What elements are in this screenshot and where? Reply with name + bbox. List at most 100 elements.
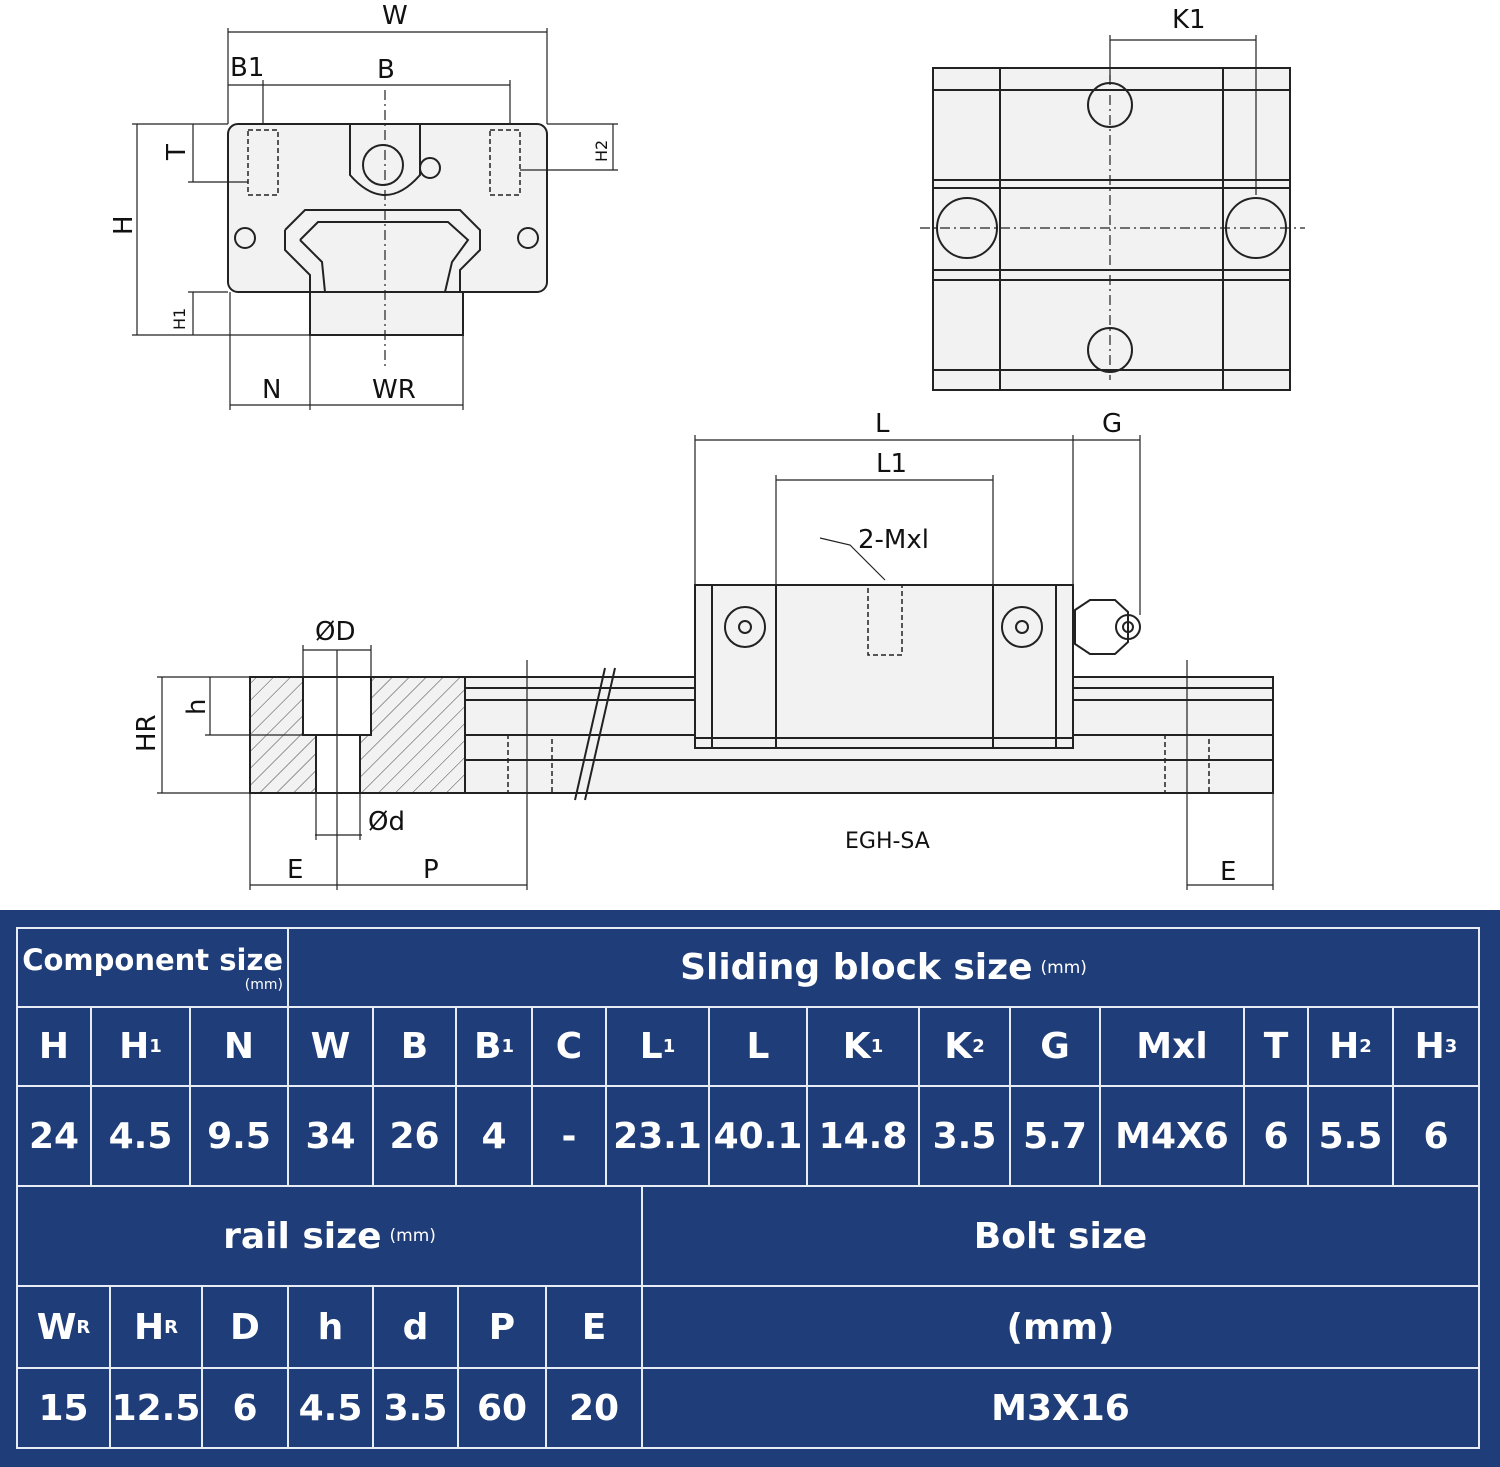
col-label-text: H xyxy=(38,1026,70,1067)
label-E-left: E xyxy=(287,855,303,885)
bolt-value-cell: M3X16 xyxy=(641,1367,1480,1449)
label-L: L xyxy=(875,409,890,439)
label-H1: H1 xyxy=(170,308,189,330)
label-G: G xyxy=(1102,409,1122,439)
col-label-subscript: 1 xyxy=(870,1036,884,1057)
block-col-label: C xyxy=(531,1006,607,1087)
block-col-value: 26 xyxy=(372,1085,457,1187)
label-WR: WR xyxy=(372,375,416,405)
spec-table-panel: Component size(mm)Sliding block size(mm)… xyxy=(0,910,1500,1467)
rail-size-unit: (mm) xyxy=(389,1226,436,1246)
rail-col-value: 3.5 xyxy=(372,1367,459,1449)
rail-size-title: rail size xyxy=(223,1215,382,1257)
rail-col-label: D xyxy=(201,1285,289,1369)
component-size-title: Component size xyxy=(22,942,283,977)
col-label-text: D xyxy=(230,1306,260,1348)
block-col-value: 6 xyxy=(1243,1085,1309,1187)
label-d: Ød xyxy=(368,807,405,837)
rail-col-value: 15 xyxy=(16,1367,111,1449)
block-col-value: 5.7 xyxy=(1009,1085,1101,1187)
bolt-unit-cell: (mm) xyxy=(641,1285,1480,1369)
block-col-value: 23.1 xyxy=(605,1085,710,1187)
sliding-block-size-title: Sliding block size xyxy=(680,947,1033,988)
col-label-subscript: 1 xyxy=(149,1036,162,1057)
col-value-text: 5.7 xyxy=(1023,1115,1087,1157)
label-HR: HR xyxy=(132,714,162,752)
label-model: EGH-SA xyxy=(845,829,930,854)
col-label-text: h xyxy=(317,1306,344,1348)
col-label-subscript: 2 xyxy=(1359,1036,1372,1057)
col-value-text: 20 xyxy=(568,1387,620,1429)
block-col-label: Mxl xyxy=(1099,1006,1245,1087)
block-col-value: 34 xyxy=(287,1085,374,1187)
label-B1: B1 xyxy=(230,53,264,83)
col-label-text: d xyxy=(402,1306,429,1348)
col-value-text: 23.1 xyxy=(613,1115,702,1157)
label-Mxl: 2-Mxl xyxy=(858,525,929,555)
col-label-text: E xyxy=(581,1306,607,1348)
col-label-subscript: 3 xyxy=(1444,1036,1458,1057)
col-label-text: H xyxy=(119,1026,150,1067)
col-value-text: 9.5 xyxy=(207,1115,271,1157)
col-label-text: H xyxy=(1414,1026,1445,1067)
block-col-value: 6 xyxy=(1392,1085,1480,1187)
rail-col-value: 12.5 xyxy=(109,1367,203,1449)
col-value-text: 5.5 xyxy=(1318,1115,1383,1157)
block-col-value: 9.5 xyxy=(189,1085,289,1187)
col-label-text: K xyxy=(944,1026,973,1067)
rail-col-value: 20 xyxy=(545,1367,643,1449)
col-value-text: 4 xyxy=(481,1115,507,1157)
block-col-value: 40.1 xyxy=(708,1085,808,1187)
col-label-text: Mxl xyxy=(1136,1026,1208,1067)
label-E-right: E xyxy=(1220,857,1236,887)
label-P: P xyxy=(423,855,439,885)
rail-col-value: 6 xyxy=(201,1367,289,1449)
col-value-text: 12.5 xyxy=(111,1387,201,1429)
label-K1: K1 xyxy=(1172,5,1206,35)
bolt-size-header: Bolt size xyxy=(641,1185,1480,1287)
col-value-text: 26 xyxy=(389,1115,440,1157)
col-value-text: 60 xyxy=(476,1387,528,1429)
col-value-text: 6 xyxy=(232,1387,258,1429)
label-L1: L1 xyxy=(876,449,907,479)
col-value-text: M4X6 xyxy=(1115,1115,1229,1157)
col-value-text: 4.5 xyxy=(108,1115,173,1157)
col-label-subscript: R xyxy=(76,1316,91,1338)
block-col-value: 3.5 xyxy=(918,1085,1011,1187)
label-B: B xyxy=(377,55,395,85)
col-label-text: P xyxy=(488,1306,516,1348)
col-label-text: C xyxy=(555,1026,583,1067)
col-value-text: 24 xyxy=(28,1115,80,1157)
block-col-label: W xyxy=(287,1006,374,1087)
col-label-text: W xyxy=(310,1026,351,1067)
top-view: K1 xyxy=(920,5,1305,391)
block-col-value: - xyxy=(531,1085,607,1187)
col-value-text: 3.5 xyxy=(383,1387,448,1429)
col-label-text: B xyxy=(400,1026,429,1067)
label-W: W xyxy=(382,1,408,31)
bolt-value-text: M3X16 xyxy=(991,1387,1130,1429)
col-value-text: 40.1 xyxy=(713,1115,803,1157)
rail-col-label: d xyxy=(372,1285,459,1369)
col-label-subscript: 1 xyxy=(662,1036,676,1057)
block-col-label: L xyxy=(708,1006,808,1087)
block-col-label: N xyxy=(189,1006,289,1087)
component-size-header: Component size(mm) xyxy=(16,927,289,1008)
label-H: H xyxy=(109,215,139,235)
rail-col-label: h xyxy=(287,1285,374,1369)
rail-col-value: 60 xyxy=(457,1367,547,1449)
col-label-text: W xyxy=(36,1306,77,1348)
block-col-label: H xyxy=(16,1006,92,1087)
rail-size-header: rail size (mm) xyxy=(16,1185,643,1287)
block-col-value: 4.5 xyxy=(90,1085,191,1187)
col-label-text: H xyxy=(1329,1026,1360,1067)
col-value-text: - xyxy=(561,1115,577,1157)
col-label-text: H xyxy=(133,1306,165,1348)
